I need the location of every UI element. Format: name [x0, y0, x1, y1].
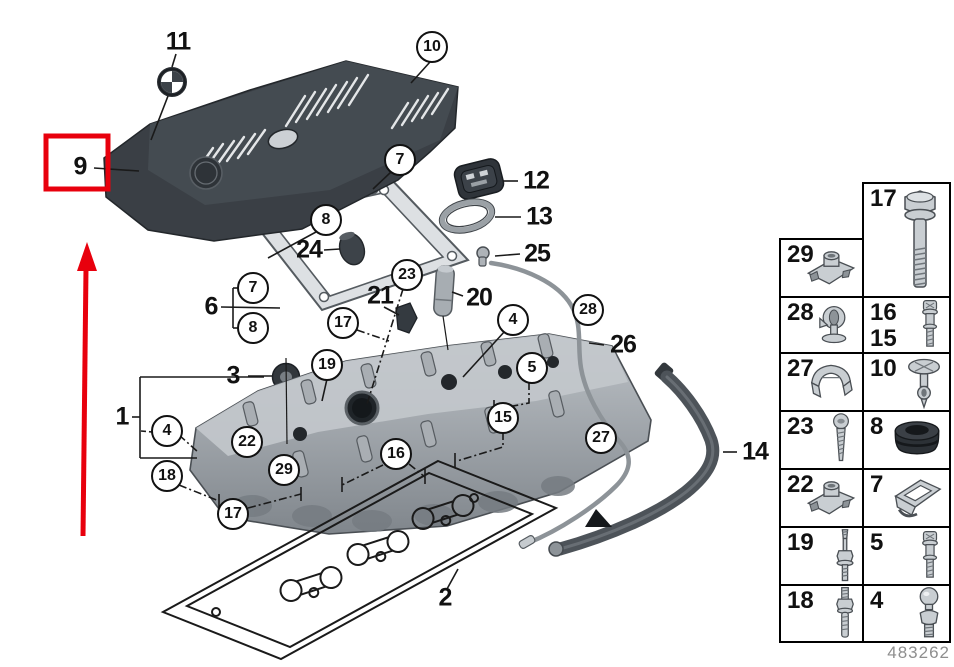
cable-clip-part [476, 246, 490, 267]
legend-cell-4[interactable]: 4 [862, 584, 951, 643]
grommet-icon [894, 421, 940, 455]
vent-cable-part [488, 260, 631, 549]
leader-lines [93, 53, 737, 590]
red-up-arrow-shaft [80, 267, 89, 537]
legend-part-number: 22 [787, 471, 814, 498]
legend-part-number: 10 [870, 355, 897, 382]
legend-part-number: 18 [787, 587, 814, 614]
callout-6[interactable]: 6 [204, 292, 219, 321]
legend-cell-29[interactable]: 29 [779, 238, 864, 298]
callout-3[interactable]: 3 [226, 361, 241, 390]
legend-part-number: 7 [870, 471, 884, 498]
callout-23[interactable]: 23 [391, 259, 423, 291]
stud-bolt-icon [922, 300, 938, 347]
rubber-buffer-part [338, 231, 366, 266]
callout-22[interactable]: 22 [231, 426, 263, 458]
highlight-box [43, 133, 111, 192]
callout-27[interactable]: 27 [585, 422, 617, 454]
legend-cell-23[interactable]: 23 [779, 410, 864, 470]
vent-hose-part [548, 362, 720, 557]
callout-13[interactable]: 13 [526, 202, 553, 231]
callout-10[interactable]: 10 [416, 31, 448, 63]
callout-15[interactable]: 15 [487, 402, 519, 434]
legend-part-number: 16 [870, 299, 897, 326]
legend-cell-19[interactable]: 19 [779, 526, 864, 586]
clamp-icon [810, 364, 853, 399]
legend-cell-7[interactable]: 7 [862, 468, 951, 528]
callout-1[interactable]: 1 [115, 402, 130, 431]
washer-screw-icon [908, 358, 940, 409]
legend-part-number: 4 [870, 587, 884, 614]
ball-stud-icon [919, 586, 939, 637]
callout-9-highlighted[interactable]: 9 [73, 152, 88, 181]
callout-8b[interactable]: 8 [237, 312, 269, 344]
callout-21[interactable]: 21 [367, 281, 394, 310]
callout-4[interactable]: 4 [497, 304, 529, 336]
legend-part-number: 5 [870, 529, 884, 556]
callout-28[interactable]: 28 [572, 294, 604, 326]
tapping-screw-icon [833, 413, 849, 462]
sealing-ring-part [438, 198, 496, 234]
stud-icon [836, 529, 854, 582]
callout-19[interactable]: 19 [311, 349, 343, 381]
oil-filler-cap-part [453, 158, 505, 200]
highlight-annotations [43, 133, 111, 537]
callout-29[interactable]: 29 [268, 454, 300, 486]
legend-part-number: 15 [870, 325, 897, 352]
legend-cell-17[interactable]: 17 [862, 182, 951, 298]
legend-part-number: 8 [870, 413, 884, 440]
cage-nut-icon [806, 481, 856, 515]
legend-cell-16-15[interactable]: 16 15 [862, 296, 951, 354]
cage-nut-icon [806, 251, 856, 285]
legend-cell-28[interactable]: 28 [779, 296, 864, 354]
legend-cell-22[interactable]: 22 [779, 468, 864, 528]
legend-part-number: 19 [787, 529, 814, 556]
callout-2[interactable]: 2 [438, 583, 453, 612]
document-number: 483262 [887, 643, 950, 662]
callout-14[interactable]: 14 [742, 437, 769, 466]
callout-16[interactable]: 16 [380, 438, 412, 470]
bracket-part-21 [395, 302, 418, 334]
callout-7b[interactable]: 7 [237, 272, 269, 304]
callout-7[interactable]: 7 [384, 144, 416, 176]
callout-24[interactable]: 24 [296, 235, 323, 264]
callout-12[interactable]: 12 [523, 166, 550, 195]
sheet-clip-icon [894, 479, 942, 518]
legend-part-number: 29 [787, 241, 814, 268]
callout-25[interactable]: 25 [524, 239, 551, 268]
legend-cell-8[interactable]: 8 [862, 410, 951, 470]
callout-20[interactable]: 20 [466, 283, 493, 312]
hex-bolt-icon [904, 190, 936, 288]
legend-part-number: 27 [787, 355, 814, 382]
profile-gasket-part [160, 459, 559, 661]
legend-cell-5[interactable]: 5 [862, 526, 951, 586]
legend-part-number: 23 [787, 413, 814, 440]
legend-part-number: 28 [787, 299, 814, 326]
callout-17[interactable]: 17 [327, 307, 359, 339]
acoustic-cover-part [103, 60, 459, 242]
legend-cell-10[interactable]: 10 [862, 352, 951, 412]
legend-cell-27[interactable]: 27 [779, 352, 864, 412]
callout-18[interactable]: 18 [151, 460, 183, 492]
stud-bolt-icon [922, 531, 938, 578]
callout-8[interactable]: 8 [310, 204, 342, 236]
connector-sleeve-part-20 [433, 265, 455, 317]
callout-11[interactable]: 11 [165, 27, 191, 56]
callout-17b[interactable]: 17 [217, 498, 249, 530]
legend-part-number: 17 [870, 185, 897, 212]
callout-5[interactable]: 5 [516, 352, 548, 384]
bmw-roundel-part [157, 67, 187, 97]
callout-26[interactable]: 26 [610, 330, 637, 359]
clip-holder-icon [819, 306, 847, 344]
callout-4b[interactable]: 4 [151, 415, 183, 447]
red-up-arrow-head [77, 242, 97, 271]
double-stud-icon [836, 586, 854, 638]
legend-cell-18[interactable]: 18 [779, 584, 864, 643]
